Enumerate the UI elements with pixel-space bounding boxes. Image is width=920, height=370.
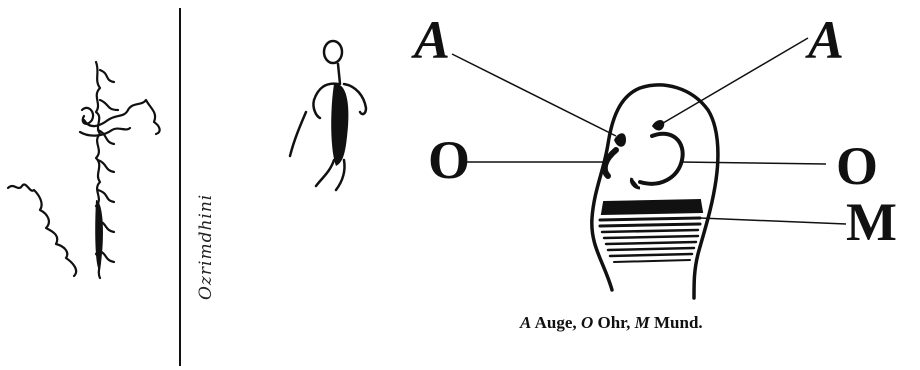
label-ear-right: O: [836, 136, 878, 196]
pointer-lines: [452, 38, 846, 224]
label-eye-left: A: [411, 10, 450, 70]
caption-o-word: Ohr,: [597, 313, 630, 332]
caption: A Auge, O Ohr, M Mund.: [520, 313, 800, 333]
vertical-script: Ozrimdhini: [196, 194, 216, 300]
caption-m-letter: M: [635, 313, 650, 332]
scribble-left-fill: [95, 200, 103, 270]
mouth-hatching: [600, 200, 702, 262]
label-ear-left: O: [428, 130, 470, 190]
caption-m-word: Mund.: [654, 313, 703, 332]
scribble-left: [8, 62, 160, 278]
ear-right: [640, 134, 683, 184]
label-mouth: M: [846, 192, 897, 252]
caption-o-letter: O: [581, 313, 593, 332]
stick-figure: [290, 41, 366, 190]
stick-figure-body: [331, 84, 348, 166]
caption-a-word: Auge,: [535, 313, 577, 332]
label-eye-right: A: [805, 10, 844, 70]
caption-a-letter: A: [520, 313, 531, 332]
head-outline: [592, 85, 718, 298]
